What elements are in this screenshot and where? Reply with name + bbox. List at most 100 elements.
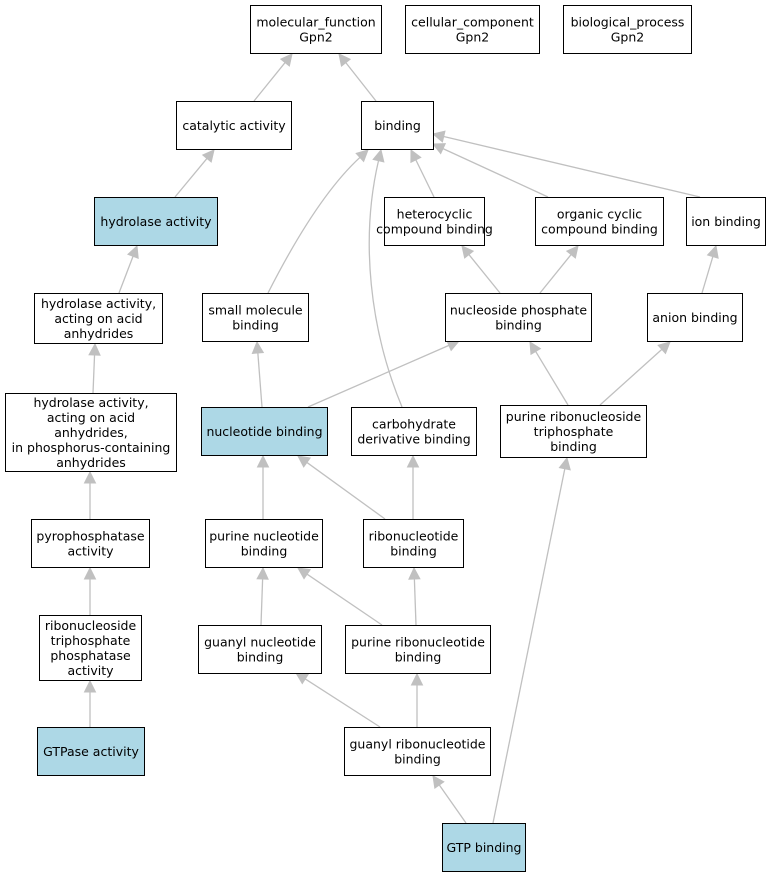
edge-line xyxy=(535,351,569,406)
node-hydrolase-phosphorus-anhydrides[interactable]: hydrolase activity,acting on acid anhydri… xyxy=(5,393,177,472)
arrowhead-icon xyxy=(295,672,310,685)
node-label-line: in phosphorus-containing xyxy=(12,440,171,455)
edge-line xyxy=(492,468,566,824)
node-box xyxy=(37,727,145,776)
node-binding[interactable]: binding xyxy=(361,101,434,150)
edge-guanyl-ribonucleotide-binding-to-guanyl-nucleotide-binding xyxy=(295,672,381,728)
edge-gtp-binding-to-guanyl-ribonucleotide-binding xyxy=(432,775,467,824)
edge-line xyxy=(92,354,96,394)
arrowhead-icon xyxy=(657,341,671,355)
arrowhead-icon xyxy=(408,566,421,580)
arrowhead-icon xyxy=(431,143,447,155)
edge-ribonucleoside-triphosphate-phosphatase-to-pyrophosphatase-activity xyxy=(83,566,97,615)
arrowhead-icon xyxy=(565,245,579,259)
arrowhead-icon xyxy=(83,679,97,693)
node-label-line: cellular_component xyxy=(411,15,534,30)
node-box xyxy=(345,625,491,674)
arrowhead-icon xyxy=(83,470,97,484)
node-label-line: binding xyxy=(550,439,597,454)
node-catalytic-activity[interactable]: catalytic activity xyxy=(176,101,292,150)
node-box xyxy=(500,405,647,458)
arrowhead-icon xyxy=(279,53,293,67)
node-label-line: acting on acid xyxy=(47,410,135,425)
arrowhead-icon xyxy=(88,342,101,356)
node-label-line: activity xyxy=(67,663,114,678)
node-box xyxy=(5,393,177,472)
node-nucleotide-binding[interactable]: nucleotide binding xyxy=(201,407,328,456)
arrowhead-icon xyxy=(297,567,312,580)
node-label-line: catalytic activity xyxy=(182,118,286,133)
node-box xyxy=(405,5,540,54)
edge-nucleoside-phosphate-binding-to-organic-cyclic-compound-binding xyxy=(539,245,579,294)
node-label-line: compound binding xyxy=(541,222,658,237)
node-label-line: anhydrides xyxy=(56,455,126,470)
node-box xyxy=(361,101,434,150)
edge-line xyxy=(443,135,701,198)
edge-catalytic-activity-to-molecular-function xyxy=(253,53,293,102)
edge-purine-nucleotide-binding-to-nucleotide-binding xyxy=(256,454,270,519)
edge-hydrolase-acid-anhydrides-to-hydrolase-activity xyxy=(118,244,139,294)
edge-line xyxy=(468,254,501,294)
arrowhead-icon xyxy=(355,149,369,163)
edge-line xyxy=(438,784,467,824)
edge-guanyl-nucleotide-binding-to-purine-nucleotide-binding xyxy=(256,566,269,626)
node-box xyxy=(31,519,150,568)
node-label-line: Gpn2 xyxy=(299,30,333,45)
arrowhead-icon xyxy=(461,245,475,259)
node-box xyxy=(384,197,485,246)
node-box xyxy=(94,197,218,246)
edge-purine-ribonucleotide-binding-to-purine-nucleotide-binding xyxy=(297,567,383,626)
edge-line xyxy=(304,678,381,728)
edge-line xyxy=(267,156,361,294)
edge-line xyxy=(415,159,435,198)
arrowhead-icon xyxy=(432,775,445,790)
edge-line xyxy=(306,573,383,626)
node-label-line: compound binding xyxy=(376,222,493,237)
edge-binding-to-molecular-function xyxy=(338,53,377,102)
edge-guanyl-ribonucleotide-binding-to-purine-ribonucleotide-binding xyxy=(410,672,424,727)
edge-purine-ribonucleotide-binding-to-ribonucleotide-binding xyxy=(408,566,421,626)
arrowhead-icon xyxy=(406,454,420,468)
node-hydrolase-activity[interactable]: hydrolase activity xyxy=(94,197,218,246)
node-box xyxy=(250,5,382,54)
node-label-line: hydrolase activity, xyxy=(33,395,148,410)
edge-line xyxy=(701,256,714,294)
node-anion-binding[interactable]: anion binding xyxy=(647,293,743,342)
node-ion-binding[interactable]: ion binding xyxy=(686,197,766,246)
node-ribonucleoside-triphosphate-phosphatase[interactable]: ribonucleosidetriphosphatephosphataseact… xyxy=(39,615,142,681)
edge-line xyxy=(174,158,208,198)
node-gtp-binding[interactable]: GTP binding xyxy=(442,823,526,872)
edge-line xyxy=(307,344,450,408)
node-label-line: binding xyxy=(395,650,442,665)
edge-ribonucleotide-binding-to-carbohydrate-derivative-binding xyxy=(406,454,420,519)
node-label-line: binding xyxy=(374,118,421,133)
node-label-line: guanyl nucleotide xyxy=(204,635,316,650)
node-label-line: small molecule xyxy=(208,303,303,318)
node-label-line: ion binding xyxy=(691,214,761,229)
edge-hydrolase-phosphorus-anhydrides-to-hydrolase-acid-anhydrides xyxy=(88,342,101,394)
node-box xyxy=(442,823,526,872)
node-label-line: carbohydrate xyxy=(372,417,456,432)
arrowhead-icon xyxy=(256,566,269,580)
node-gtpase-activity[interactable]: GTPase activity xyxy=(37,727,145,776)
node-hydrolase-acid-anhydrides[interactable]: hydrolase activity,acting on acidanhydri… xyxy=(34,293,163,344)
arrowhead-icon xyxy=(83,566,97,580)
edge-line xyxy=(413,578,417,626)
edge-nucleotide-binding-to-small-molecule-binding xyxy=(251,340,265,408)
